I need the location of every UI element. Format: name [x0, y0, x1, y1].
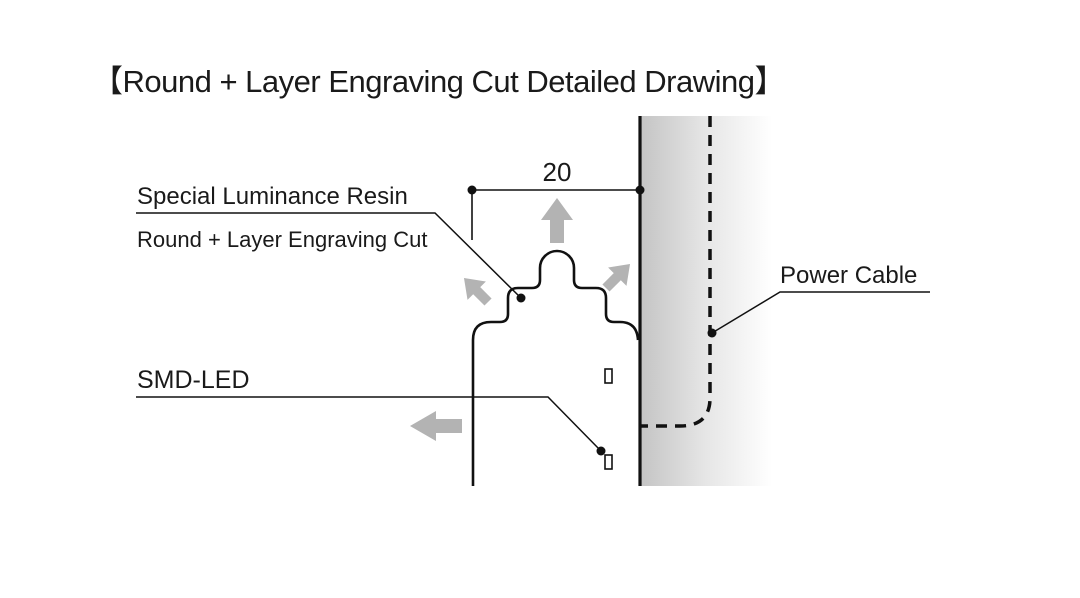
smd-led-leader-line	[136, 396, 602, 452]
cut-label: Round + Layer Engraving Cut	[137, 227, 427, 252]
profile-outline	[471, 249, 640, 486]
arrow-up-right-icon	[602, 263, 631, 292]
arrow-left-icon	[410, 411, 462, 441]
smd-led-lower	[604, 454, 613, 470]
arrow-up-left-icon	[463, 277, 492, 306]
wall-shading	[640, 116, 772, 486]
smd-led-upper	[604, 368, 613, 384]
arrow-up-icon	[541, 198, 573, 243]
power-cable-line	[641, 116, 712, 428]
resin-label: Special Luminance Resin	[137, 183, 408, 210]
diagram-title: 【Round + Layer Engraving Cut Detailed Dr…	[92, 64, 785, 99]
power-cable-label: Power Cable	[780, 262, 917, 289]
dimension-dot-left	[467, 185, 477, 195]
resin-leader-line	[136, 212, 522, 299]
dimension-value: 20	[543, 157, 572, 187]
smd-led-leader-dot	[596, 446, 606, 456]
smd-led-label: SMD-LED	[137, 366, 250, 394]
power-cable-leader-dot	[707, 328, 717, 338]
dimension-dot-right	[635, 185, 645, 195]
power-cable-leader-line	[711, 291, 930, 334]
resin-leader-dot	[516, 293, 526, 303]
